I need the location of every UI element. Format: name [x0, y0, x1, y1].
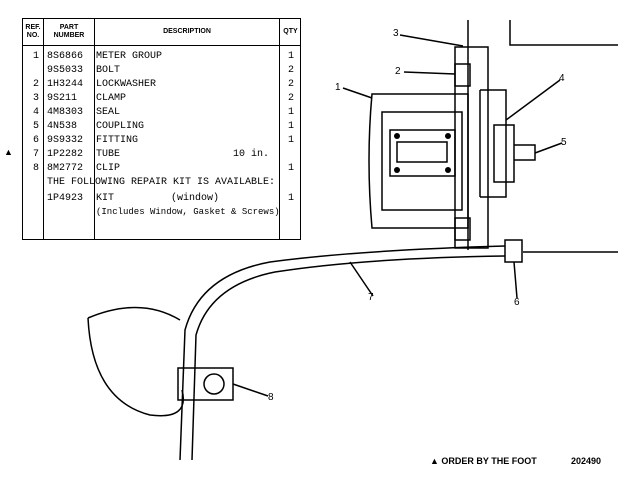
panel-outline: [509, 20, 618, 46]
leader-line: [403, 71, 456, 75]
leader-line: [505, 79, 561, 121]
screw: [394, 133, 400, 139]
upper-bolt: [454, 63, 471, 87]
leader-line: [513, 261, 518, 299]
order-by-foot-marker: ▲: [4, 147, 13, 157]
header-part-number: PART NUMBER: [53, 24, 85, 39]
counter-wheels: [396, 141, 448, 163]
repair-kit-note: THE FOLLOWING REPAIR KIT IS AVAILABLE:: [47, 177, 276, 188]
callout-1: 1: [335, 82, 341, 93]
leader-line: [399, 34, 464, 47]
callout-4: 4: [559, 73, 565, 84]
clip-hole: [203, 373, 225, 395]
seal: [493, 124, 515, 183]
column-divider: [94, 19, 95, 239]
mounting-bracket: [454, 46, 489, 249]
order-note: ▲ ORDER BY THE FOOT: [430, 456, 537, 466]
callout-3: 3: [393, 28, 399, 39]
fitting: [504, 239, 523, 263]
header-description: DESCRIPTION: [163, 28, 211, 35]
header-ref: REF. NO.: [25, 24, 41, 39]
meter-window: [389, 129, 456, 177]
column-divider: [43, 19, 44, 239]
figure-number: 202490: [571, 456, 602, 466]
lower-bolt: [454, 217, 471, 241]
screw: [445, 133, 451, 139]
coupling: [514, 144, 536, 161]
leader-line: [534, 142, 563, 154]
callout-5: 5: [561, 137, 567, 148]
kit-includes-note: (Includes Window, Gasket & Screws): [96, 207, 280, 217]
leader-line: [342, 87, 373, 99]
clip: [177, 367, 234, 401]
leader-line: [232, 383, 269, 397]
column-divider: [279, 19, 280, 239]
tube: [179, 245, 506, 461]
meter-face: [381, 111, 463, 211]
header-qty: QTY: [283, 28, 298, 35]
tube-support-outline: [87, 306, 184, 417]
header-divider: [23, 45, 300, 46]
leader-line: [349, 261, 374, 297]
callout-8: 8: [268, 392, 274, 403]
screw: [445, 167, 451, 173]
screw: [394, 167, 400, 173]
callout-2: 2: [395, 66, 401, 77]
table-row-kit: 1P4923 KIT (window) 1: [47, 193, 294, 204]
meter-body: [368, 93, 469, 229]
meter-bezel: [479, 89, 507, 198]
callout-6: 6: [514, 297, 520, 308]
tube: [191, 255, 506, 461]
callout-7: 7: [368, 292, 374, 303]
